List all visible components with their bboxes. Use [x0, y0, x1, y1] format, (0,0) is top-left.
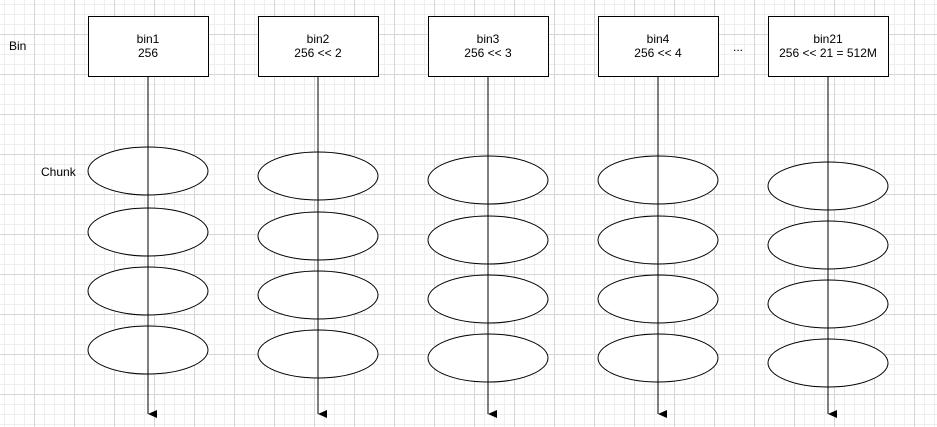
bin-size: 256 << 2: [294, 46, 342, 60]
bin-size: 256 << 21 = 512M: [779, 46, 877, 60]
bin-column-bin1: [87, 16, 209, 418]
bin-name: bin4: [646, 32, 670, 46]
bin-size: 256 << 3: [464, 46, 512, 60]
chunk-row-label: Chunk: [41, 165, 76, 179]
bin-box: [88, 16, 209, 77]
bin-name: bin21: [813, 32, 843, 46]
bin-column-bin2: [257, 16, 379, 418]
bin-name: bin3: [476, 32, 500, 46]
bin-box: [428, 16, 549, 77]
bin-box: [768, 16, 889, 77]
bin-name: bin2: [306, 32, 330, 46]
ellipsis-label: ...: [733, 40, 744, 54]
bin-box: [258, 16, 379, 77]
bin-column-bin21: [767, 16, 889, 418]
bin-size: 256: [137, 46, 159, 60]
bin-box: [598, 16, 719, 77]
bin-column-bin4: [597, 16, 719, 418]
bin-row-label: Bin: [9, 39, 27, 53]
bin-column-bin3: [427, 16, 549, 418]
bin-size: 256 << 4: [634, 46, 682, 60]
bin-name: bin1: [136, 32, 160, 46]
